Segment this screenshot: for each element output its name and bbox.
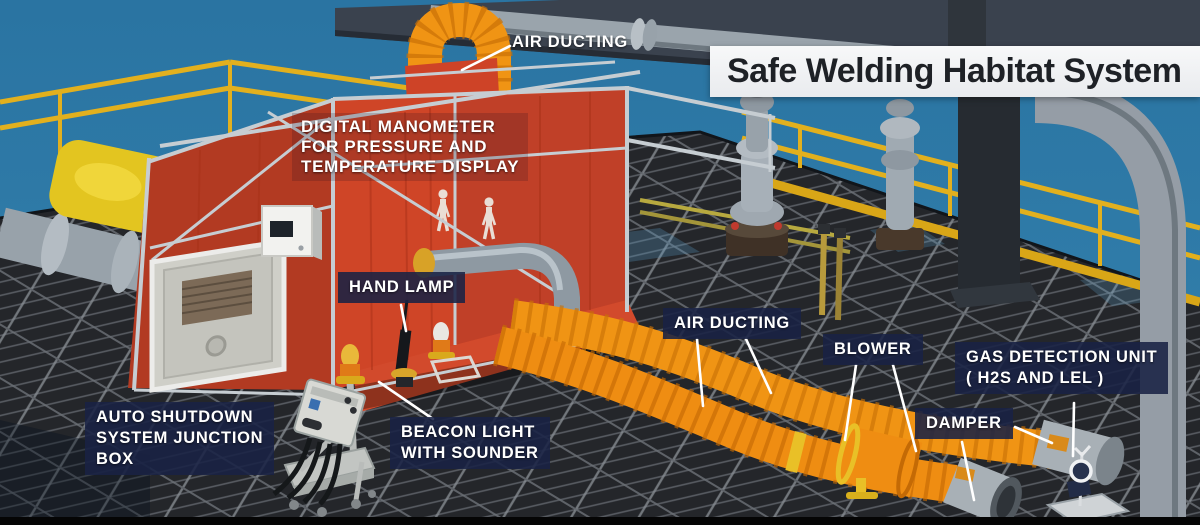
leader-lines xyxy=(377,44,1076,502)
damper-leader-2 xyxy=(1013,425,1054,445)
damper-lower xyxy=(943,457,1022,525)
scaffold-frame xyxy=(132,60,776,397)
beacon-light-interior xyxy=(428,322,455,359)
label-blower: BLOWER xyxy=(823,334,923,365)
roof-duct-ubend xyxy=(406,1,513,108)
label-gas-detection: GAS DETECTION UNIT ( H2S AND LEL ) xyxy=(955,342,1169,394)
label-text: BEACON LIGHT xyxy=(401,423,535,441)
junction-box xyxy=(293,378,367,448)
cables xyxy=(272,437,343,506)
label-text: BOX xyxy=(96,450,134,468)
label-text: DAMPER xyxy=(926,414,1002,432)
blower-leader-2 xyxy=(891,363,918,453)
title-text: Safe Welding Habitat System xyxy=(727,52,1182,90)
label-hand-lamp: HAND LAMP xyxy=(338,272,466,303)
digital-manometer-box xyxy=(261,205,322,260)
label-text: ( H2S AND LEL ) xyxy=(966,369,1104,387)
label-text: AIR DUCTING xyxy=(674,314,790,332)
support-column xyxy=(950,95,1040,308)
air-ducting-mid-leader-2 xyxy=(744,337,773,395)
label-air-ducting-mid: AIR DUCTING xyxy=(663,308,801,339)
label-text: SYSTEM JUNCTION xyxy=(96,429,264,447)
label-beacon-light: BEACON LIGHT WITH SOUNDER xyxy=(390,417,550,469)
label-text: WITH SOUNDER xyxy=(401,444,539,462)
label-text: GAS DETECTION UNIT xyxy=(966,348,1158,366)
label-digital-manometer: DIGITAL MANOMETER FOR PRESSURE AND TEMPE… xyxy=(292,113,529,181)
label-text: HAND LAMP xyxy=(349,278,455,296)
label-text: FOR PRESSURE AND xyxy=(301,137,488,156)
gas-detection-unit xyxy=(1045,445,1131,525)
beacon-leader xyxy=(377,380,435,421)
label-air-ducting-top: AIR DUCTING xyxy=(512,32,628,53)
letterbox-bar xyxy=(0,517,1200,525)
hand-lamp xyxy=(391,299,417,387)
interior-elbow-pipe xyxy=(413,242,580,330)
floor-marker-pad xyxy=(429,355,482,384)
habitat-door xyxy=(149,238,287,393)
blower-unit xyxy=(785,423,923,499)
beacon-light-with-sounder xyxy=(336,344,365,384)
valve-pedestal-2 xyxy=(876,99,924,250)
label-text: AUTO SHUTDOWN xyxy=(96,408,254,426)
hand-lamp-leader xyxy=(399,303,408,333)
junction-box-cart xyxy=(272,344,376,517)
blower-leader-1 xyxy=(843,363,858,442)
label-text: AIR DUCTING xyxy=(512,33,628,51)
label-damper: DAMPER xyxy=(915,408,1013,439)
label-text: TEMPERATURE DISPLAY xyxy=(301,157,520,176)
label-text: BLOWER xyxy=(834,340,912,358)
label-auto-shutdown: AUTO SHUTDOWN SYSTEM JUNCTION BOX xyxy=(85,402,275,475)
air-ducting-top-leader xyxy=(460,44,512,72)
title-banner: Safe Welding Habitat System xyxy=(710,46,1200,97)
air-ducting-mid-leader-1 xyxy=(695,337,705,408)
damper-leader-1 xyxy=(960,440,976,502)
gas-detection-leader xyxy=(1071,401,1076,458)
label-text: DIGITAL MANOMETER xyxy=(301,117,496,136)
